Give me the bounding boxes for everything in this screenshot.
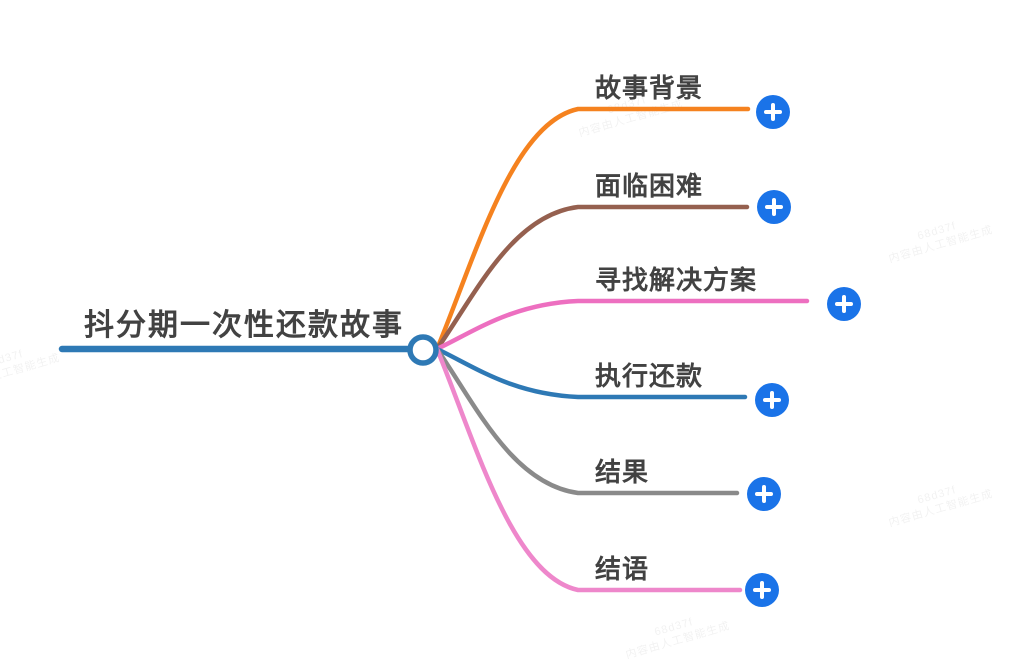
- branch-connector-find-solution: [434, 298, 810, 352]
- mindmap-canvas: 68d37f 内容由人工智能生成 68d37f 内容由人工智能生成 68d37f…: [0, 73, 994, 661]
- branch-connector-difficulties: [434, 204, 750, 352]
- branch-label-find-solution[interactable]: 寻找解决方案: [595, 265, 758, 295]
- plus-icon: [757, 190, 791, 224]
- add-child-button-find-solution[interactable]: [827, 287, 861, 321]
- root-joint-circle[interactable]: [407, 334, 439, 366]
- plus-icon: [745, 573, 779, 607]
- branch-connector-conclusion: [434, 346, 743, 593]
- branch-label-execute-repayment[interactable]: 执行还款: [595, 361, 704, 391]
- branch-label-conclusion[interactable]: 结语: [595, 554, 650, 584]
- root-node-label[interactable]: 抖分期一次性还款故事: [84, 309, 404, 342]
- add-child-button-difficulties[interactable]: [757, 190, 791, 224]
- plus-icon: [755, 383, 789, 417]
- add-child-button-story-background[interactable]: [756, 95, 790, 129]
- branch-label-result[interactable]: 结果: [595, 457, 650, 487]
- branch-label-story-background[interactable]: 故事背景: [595, 73, 704, 103]
- branch-connector-execute-repayment: [434, 346, 748, 400]
- add-child-button-result[interactable]: [747, 477, 781, 511]
- branch-connector-result: [434, 346, 740, 496]
- plus-icon: [747, 477, 781, 511]
- plus-icon: [756, 95, 790, 129]
- plus-icon: [827, 287, 861, 321]
- branch-label-difficulties[interactable]: 面临困难: [595, 171, 704, 201]
- branch-connector-story-background: [434, 106, 751, 352]
- connector-layer: [58, 106, 810, 593]
- add-child-button-execute-repayment[interactable]: [755, 383, 789, 417]
- add-child-button-conclusion[interactable]: [745, 573, 779, 607]
